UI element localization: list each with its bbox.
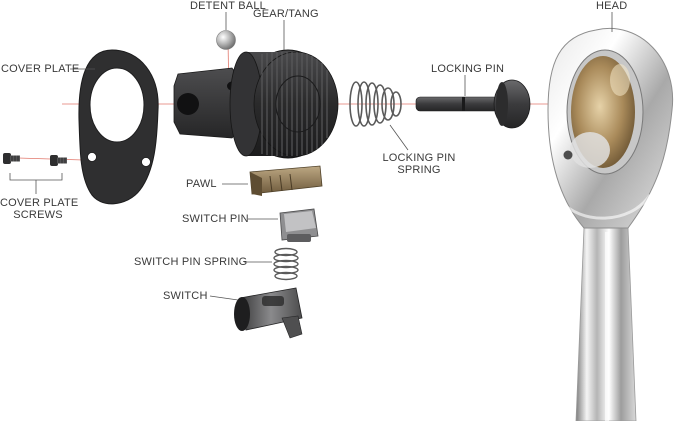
label-cover-plate-screws-line1: COVER PLATE xyxy=(0,197,79,209)
gear-tang xyxy=(173,49,339,159)
bracket-cover-plate-screws xyxy=(9,173,63,181)
label-switch: SWITCH xyxy=(163,290,208,302)
label-switch-pin-spring: SWITCH PIN SPRING xyxy=(134,256,248,268)
detent-ball xyxy=(216,30,236,50)
label-locking-pin: LOCKING PIN xyxy=(431,63,505,75)
switch xyxy=(234,287,303,339)
label-cover-plate-screws: COVER PLATE SCREWS xyxy=(0,197,79,221)
cover-plate-screw-left xyxy=(3,153,20,164)
leader-locking-pin-spring xyxy=(389,124,409,151)
switch-pin-spring xyxy=(273,247,299,281)
cover-plate-screws xyxy=(3,153,67,166)
label-locking-pin-spring-line2: SPRING xyxy=(397,164,441,176)
label-locking-pin-spring: LOCKING PIN SPRING xyxy=(380,152,458,176)
cover-plate-screw-right xyxy=(50,155,67,166)
wrench-head xyxy=(547,28,674,421)
gear-teeth xyxy=(261,52,328,156)
label-cover-plate-screws-line2: SCREWS xyxy=(13,209,63,221)
label-gear-tang: GEAR/TANG xyxy=(253,8,319,20)
switch-pin xyxy=(279,208,319,242)
locking-pin xyxy=(415,79,531,129)
label-pawl: PAWL xyxy=(186,178,217,190)
label-switch-pin: SWITCH PIN xyxy=(182,213,249,225)
label-cover-plate: COVER PLATE xyxy=(1,63,80,75)
locking-pin-spring xyxy=(349,81,402,127)
cover-plate xyxy=(78,49,159,205)
label-head: HEAD xyxy=(596,0,628,12)
label-detent-ball: DETENT BALL xyxy=(190,0,266,12)
leader-switch xyxy=(209,295,239,301)
label-locking-pin-spring-line1: LOCKING PIN xyxy=(382,152,456,164)
leader-lines xyxy=(9,12,613,301)
pawl xyxy=(249,165,323,196)
